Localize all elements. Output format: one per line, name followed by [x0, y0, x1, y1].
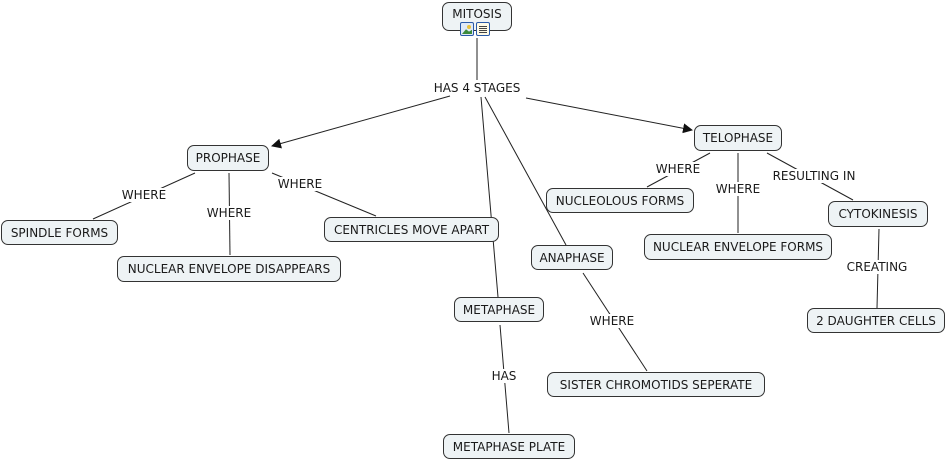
- link-where: WHERE: [276, 177, 324, 191]
- arrow-to-telophase: [525, 97, 693, 134]
- node-nuclear-envelope-disappears[interactable]: NUCLEAR ENVELOPE DISAPPEARS: [117, 256, 341, 282]
- node-spindle-forms[interactable]: SPINDLE FORMS: [1, 220, 118, 245]
- node-label: SISTER CHROMOTIDS SEPERATE: [559, 377, 753, 392]
- node-label: NUCLEOLOUS FORMS: [555, 193, 685, 208]
- node-metaphase[interactable]: METAPHASE: [454, 297, 544, 322]
- link-where: WHERE: [714, 182, 762, 196]
- link-creating: CREATING: [845, 260, 909, 274]
- node-label: CYTOKINESIS: [838, 207, 918, 221]
- node-label: NUCLEAR ENVELOPE FORMS: [652, 240, 824, 254]
- arrow-to-prophase: [271, 95, 451, 149]
- node-centricles-move-apart[interactable]: CENTRICLES MOVE APART: [324, 217, 499, 242]
- link-where: WHERE: [654, 162, 702, 176]
- node-nuclear-envelope-forms[interactable]: NUCLEAR ENVELOPE FORMS: [644, 234, 832, 260]
- node-label: ANAPHASE: [539, 250, 605, 265]
- line-to-anaphase: [484, 96, 567, 246]
- link-where: WHERE: [120, 188, 168, 202]
- node-mitosis[interactable]: MITOSIS: [442, 2, 512, 31]
- link-resulting-in: RESULTING IN: [771, 169, 857, 183]
- node-label: NUCLEAR ENVELOPE DISAPPEARS: [127, 262, 331, 276]
- node-telophase[interactable]: TELOPHASE: [694, 125, 782, 151]
- node-label: METAPHASE: [462, 302, 536, 317]
- link-where: WHERE: [205, 206, 253, 220]
- node-mitosis-label: MITOSIS: [452, 7, 502, 21]
- node-label: TELOPHASE: [702, 131, 774, 145]
- node-label: SPINDLE FORMS: [10, 225, 109, 240]
- node-label: METAPHASE PLATE: [452, 439, 566, 454]
- node-label: PROPHASE: [195, 151, 261, 165]
- node-2-daughter-cells[interactable]: 2 DAUGHTER CELLS: [807, 308, 945, 333]
- line-to-metaphase: [480, 96, 499, 298]
- node-sister-chromotids-seperate[interactable]: SISTER CHROMOTIDS SEPERATE: [547, 372, 765, 397]
- image-icon[interactable]: [460, 22, 474, 36]
- node-nucleolous-forms[interactable]: NUCLEOLOUS FORMS: [546, 188, 694, 213]
- root-icons: [460, 22, 490, 36]
- node-metaphase-plate[interactable]: METAPHASE PLATE: [443, 434, 575, 459]
- node-label: 2 DAUGHTER CELLS: [816, 313, 936, 328]
- link-has-4-stages: HAS 4 STAGES: [432, 81, 522, 95]
- document-icon[interactable]: [476, 22, 490, 36]
- node-prophase[interactable]: PROPHASE: [187, 145, 269, 171]
- link-where: WHERE: [588, 314, 636, 328]
- node-cytokinesis[interactable]: CYTOKINESIS: [828, 201, 928, 227]
- link-has: HAS: [490, 369, 518, 383]
- node-label: CENTRICLES MOVE APART: [333, 222, 490, 237]
- node-anaphase[interactable]: ANAPHASE: [531, 245, 613, 270]
